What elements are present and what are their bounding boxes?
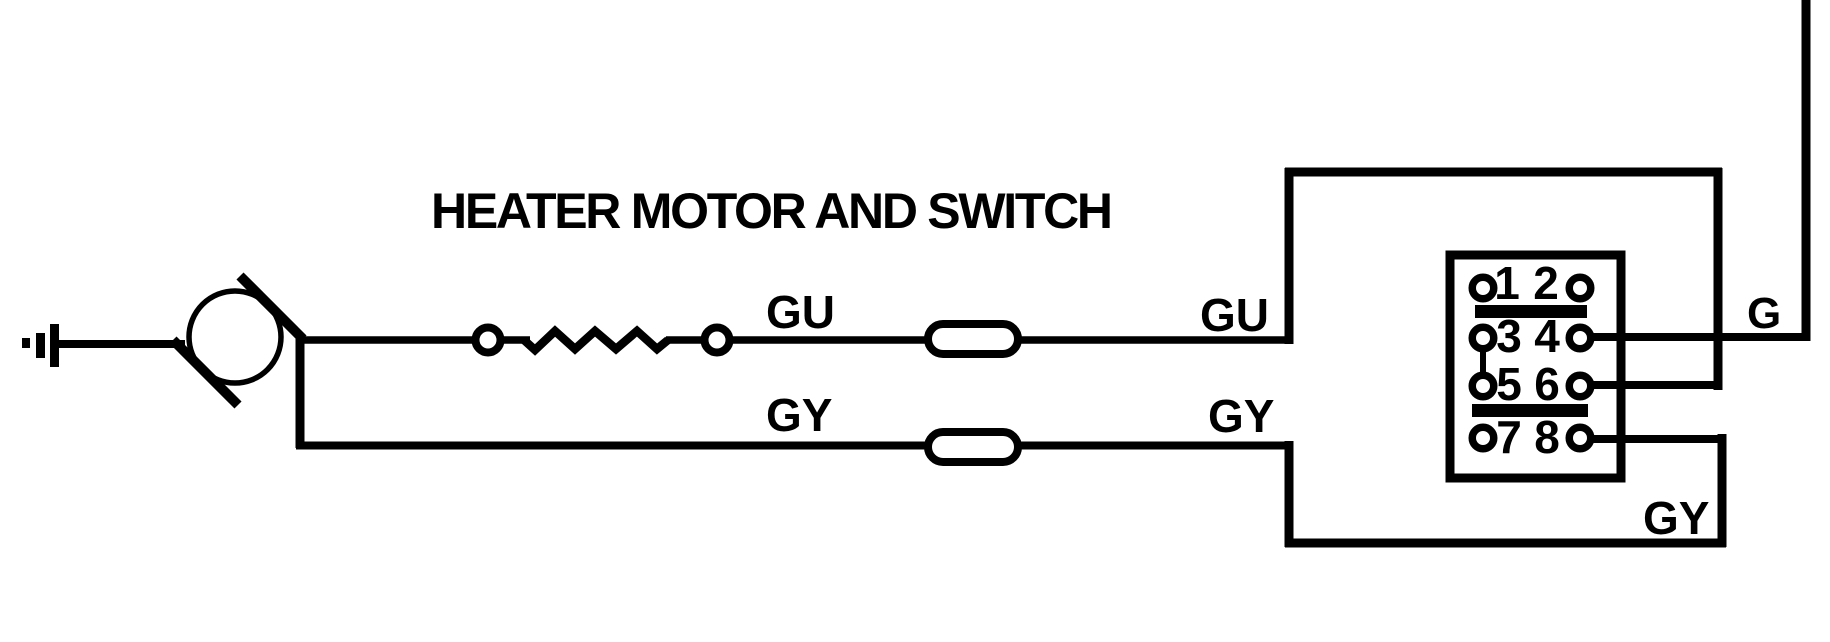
svg-text:3: 3 — [1496, 310, 1522, 362]
svg-text:G: G — [1747, 289, 1781, 338]
svg-text:HEATER MOTOR AND SWITCH: HEATER MOTOR AND SWITCH — [431, 183, 1113, 239]
svg-text:4: 4 — [1534, 310, 1560, 362]
svg-text:8: 8 — [1534, 411, 1560, 463]
svg-text:6: 6 — [1534, 358, 1560, 410]
svg-text:GY: GY — [1643, 492, 1709, 544]
svg-text:GY: GY — [766, 389, 832, 441]
svg-text:GY: GY — [1208, 390, 1274, 442]
svg-text:1: 1 — [1494, 257, 1520, 309]
svg-text:7: 7 — [1496, 411, 1522, 463]
svg-text:GU: GU — [1200, 289, 1269, 341]
svg-text:GU: GU — [766, 286, 835, 338]
svg-text:5: 5 — [1496, 358, 1522, 410]
svg-text:2: 2 — [1533, 257, 1559, 309]
